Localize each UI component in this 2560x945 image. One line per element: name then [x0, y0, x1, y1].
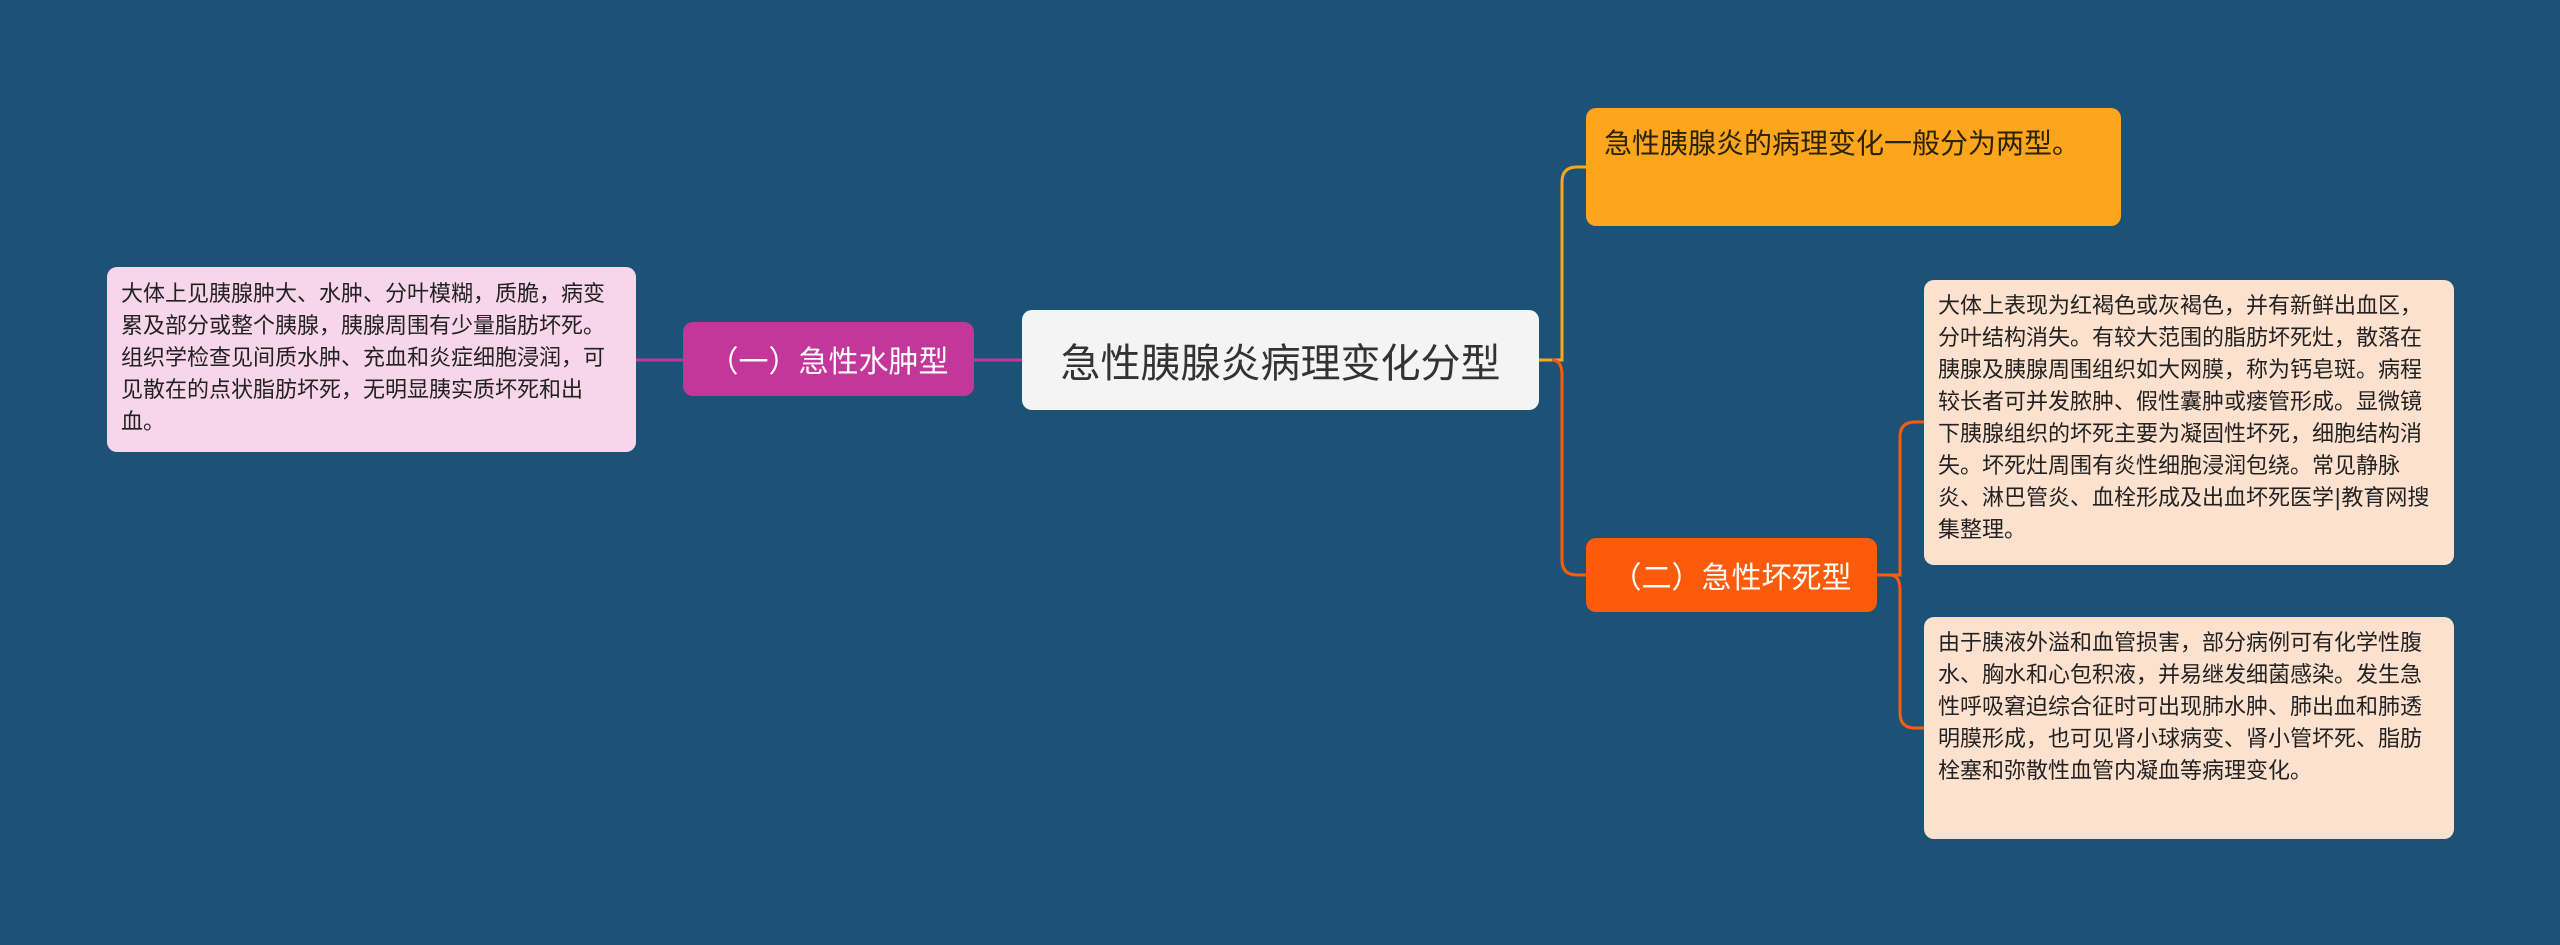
root-topic-label: 急性胰腺炎病理变化分型 — [1060, 341, 1501, 387]
branch-overview-label: 急性胰腺炎的病理变化一般分为两型。 — [1604, 127, 2081, 160]
branch-acute-necrotic-label: （二）急性坏死型 — [1611, 561, 1852, 596]
branch-overview[interactable]: 急性胰腺炎的病理变化一般分为两型。 — [1586, 108, 2121, 226]
link-bottom-leaf1 — [1877, 420, 1924, 577]
leaf-necrotic-detail-1-text: 大体上表现为红褐色或灰褐色，并有新鲜出血区，分叶结构消失。有较大范围的脂肪坏死灶… — [1938, 294, 2430, 543]
leaf-edematous-detail-text: 大体上见胰腺肿大、水肿、分叶模糊，质脆，病变累及部分或整个胰腺，胰腺周围有少量脂… — [121, 282, 606, 435]
leaf-necrotic-detail-2-text: 由于胰液外溢和血管损害，部分病例可有化学性腹水、胸水和心包积液，并易继发细菌感染… — [1938, 631, 2423, 784]
branch-acute-edematous-label: （一）急性水肿型 — [708, 345, 949, 380]
branch-acute-edematous[interactable]: （一）急性水肿型 — [683, 322, 974, 396]
link-bottom-leaf2 — [1889, 573, 1924, 730]
leaf-necrotic-detail-2[interactable]: 由于胰液外溢和血管损害，部分病例可有化学性腹水、胸水和心包积液，并易继发细菌感染… — [1924, 617, 2454, 839]
link-root-bottom — [1551, 358, 1586, 577]
branch-acute-necrotic[interactable]: （二）急性坏死型 — [1586, 538, 1877, 612]
leaf-edematous-detail[interactable]: 大体上见胰腺肿大、水肿、分叶模糊，质脆，病变累及部分或整个胰腺，胰腺周围有少量脂… — [107, 267, 636, 452]
leaf-necrotic-detail-1[interactable]: 大体上表现为红褐色或灰褐色，并有新鲜出血区，分叶结构消失。有较大范围的脂肪坏死灶… — [1924, 280, 2454, 565]
root-topic[interactable]: 急性胰腺炎病理变化分型 — [1022, 310, 1539, 410]
link-root-top — [1539, 165, 1586, 362]
